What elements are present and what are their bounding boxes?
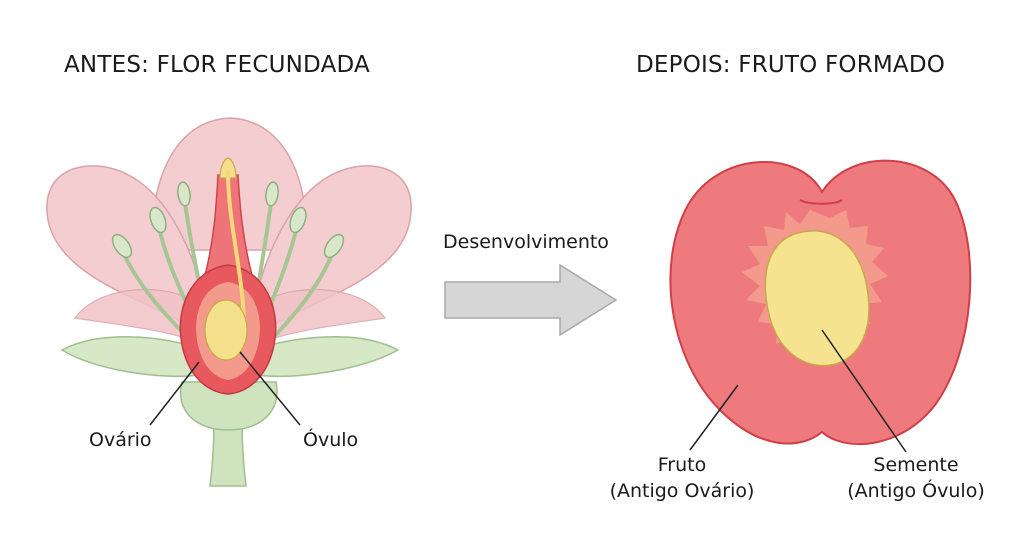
seed: [764, 230, 870, 367]
anther: [177, 181, 191, 207]
right-sepal: [251, 336, 400, 378]
fruit-illustration: [669, 159, 972, 453]
fruit-label: Fruto (Antigo Ovário): [598, 452, 766, 504]
stem: [209, 419, 247, 487]
anther: [265, 181, 279, 207]
ovule-leader-line: [239, 351, 301, 426]
front-left-petal: [73, 288, 206, 347]
ovary-leader-line: [149, 361, 200, 426]
seed-label: Semente (Antigo Óvulo): [836, 452, 996, 504]
development-label: Desenvolvimento: [443, 231, 609, 253]
anther: [111, 233, 133, 259]
after-title: DEPOIS: FRUTO FORMADO: [636, 52, 946, 78]
fruit-label-name: Fruto: [657, 454, 707, 476]
front-right-petal: [254, 288, 387, 347]
fruit-leader-line: [689, 384, 739, 451]
flower-illustration: [46, 117, 412, 487]
left-sepal: [60, 336, 206, 378]
development-arrow: [444, 263, 618, 337]
anther: [289, 206, 307, 234]
fruit-label-note: (Antigo Ovário): [609, 480, 755, 502]
ovule-label: Óvulo: [303, 429, 359, 451]
anthers: [111, 181, 345, 259]
seed-label-note: (Antigo Óvulo): [847, 480, 985, 502]
fruit-cleft: [799, 199, 843, 205]
anther: [149, 206, 167, 234]
seed-leader-line: [821, 329, 907, 453]
ovule: [204, 299, 248, 361]
before-title: ANTES: FLOR FECUNDADA: [64, 52, 370, 78]
ovary-label: Ovário: [89, 429, 152, 451]
seed-label-name: Semente: [873, 454, 959, 476]
stigma: [219, 157, 237, 179]
anther: [323, 233, 345, 259]
receptacle: [179, 381, 278, 431]
